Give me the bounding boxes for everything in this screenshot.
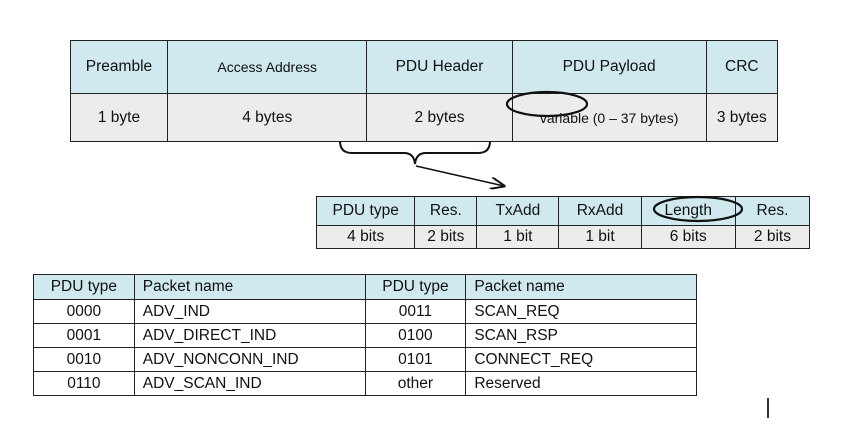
rxadd-bits: 1 bit — [558, 225, 642, 249]
pdu-header-fields-row: PDU type Res. TxAdd RxAdd Length Res. — [315, 196, 811, 226]
pdu-type-code: other — [364, 371, 467, 396]
table-row: 0000 ADV_IND 0011 SCAN_REQ — [33, 299, 697, 324]
pdu-type-field: PDU type — [315, 196, 416, 226]
pdu-type-column-header: PDU type — [33, 274, 135, 300]
pdu-type-bits: 4 bits — [315, 225, 416, 249]
text-cursor — [767, 398, 769, 418]
res-field-1: Res. — [414, 196, 478, 226]
packet-name: ADV_IND — [133, 299, 366, 324]
preamble-header: Preamble — [70, 40, 168, 94]
pdu-type-code: 0100 — [364, 323, 467, 348]
pdu-payload-header: PDU Payload — [511, 40, 707, 94]
pdu-type-column-header-2: PDU type — [364, 274, 467, 300]
access-address-header: Access Address — [166, 40, 368, 94]
pdu-header-bits-row: 4 bits 2 bits 1 bit 1 bit 6 bits 2 bits — [315, 225, 811, 249]
table-row: 0010 ADV_NONCONN_IND 0101 CONNECT_REQ — [33, 347, 697, 372]
packet-name: Reserved — [465, 371, 697, 396]
crc-size: 3 bytes — [705, 93, 779, 142]
res-field-2: Res. — [734, 196, 811, 226]
preamble-size: 1 byte — [70, 93, 168, 142]
crc-header: CRC — [705, 40, 779, 94]
table-row: 0110 ADV_SCAN_IND other Reserved — [33, 371, 697, 396]
packet-name: ADV_NONCONN_IND — [133, 347, 366, 372]
packet-name: ADV_SCAN_IND — [133, 371, 366, 396]
pdu-header-header: PDU Header — [366, 40, 513, 94]
length-bits: 6 bits — [640, 225, 736, 249]
packet-name: ADV_DIRECT_IND — [133, 323, 366, 348]
pdu-type-code: 0011 — [364, 299, 467, 324]
pdu-type-code: 0000 — [33, 299, 135, 324]
pdu-type-table: PDU type Packet name PDU type Packet nam… — [33, 274, 697, 396]
packet-size-row: 1 byte 4 bytes 2 bytes variable (0 – 37 … — [70, 93, 779, 142]
packet-name: SCAN_REQ — [465, 299, 697, 324]
pdu-type-code: 0001 — [33, 323, 135, 348]
pdu-type-code: 0101 — [364, 347, 467, 372]
length-field: Length — [640, 196, 736, 226]
txadd-bits: 1 bit — [476, 225, 560, 249]
pdu-payload-size: variable (0 – 37 bytes) — [511, 93, 707, 142]
packet-format-table: Preamble Access Address PDU Header PDU P… — [70, 40, 779, 142]
pdu-type-code: 0110 — [33, 371, 135, 396]
txadd-field: TxAdd — [476, 196, 560, 226]
packet-name: SCAN_RSP — [465, 323, 697, 348]
access-address-size: 4 bytes — [166, 93, 368, 142]
res-bits-1: 2 bits — [414, 225, 478, 249]
table-row: 0001 ADV_DIRECT_IND 0100 SCAN_RSP — [33, 323, 697, 348]
pdu-header-brace — [339, 140, 491, 165]
packet-name-column-header-2: Packet name — [465, 274, 697, 300]
pdu-header-bits-table: PDU type Res. TxAdd RxAdd Length Res. 4 … — [315, 196, 811, 249]
packet-header-row: Preamble Access Address PDU Header PDU P… — [70, 40, 779, 94]
packet-name: CONNECT_REQ — [465, 347, 697, 372]
rxadd-field: RxAdd — [558, 196, 642, 226]
pdu-header-size: 2 bytes — [366, 93, 513, 142]
pdu-type-code: 0010 — [33, 347, 135, 372]
expansion-arrow — [415, 165, 504, 186]
pdu-type-header-row: PDU type Packet name PDU type Packet nam… — [33, 274, 697, 300]
packet-name-column-header: Packet name — [133, 274, 366, 300]
res-bits-2: 2 bits — [734, 225, 811, 249]
